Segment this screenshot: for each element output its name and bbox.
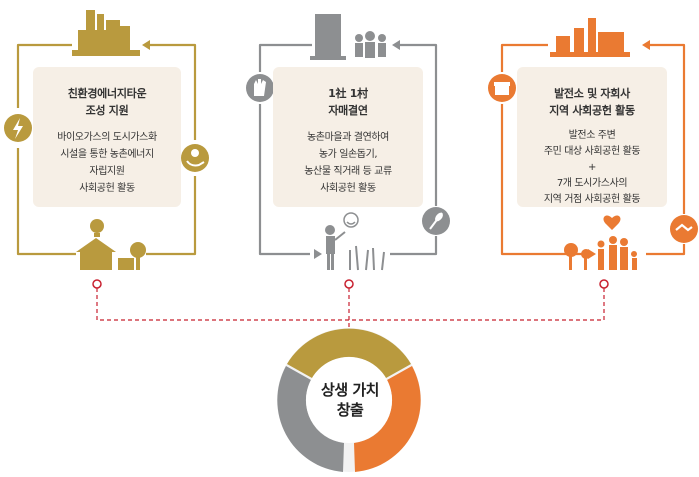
- card-title: 친환경에너지타운 조성 지원: [33, 85, 181, 119]
- loop-arrow-orange: [500, 43, 686, 256]
- card-body-line: 농산물 직거래 등 교류: [304, 166, 392, 177]
- arrow-head-gray: [314, 249, 322, 259]
- center-label-line: 창출: [336, 401, 364, 419]
- connector-node: [344, 279, 354, 289]
- wheat-icon: [422, 207, 450, 235]
- card-body-line: 농촌마을과 결연하여: [307, 132, 389, 143]
- card-body: 바이오가스의 도시가스화 시설을 통한 농촌에너지 자립지원 사회공헌 활동: [33, 129, 181, 197]
- factory-icon: [72, 10, 140, 56]
- family-heart-icon: [564, 215, 637, 270]
- card-title: 1社 1村 자매결연: [273, 85, 423, 119]
- card-body-line: 사회공헌 활동: [320, 183, 376, 194]
- center-ring: [277, 328, 421, 472]
- arrow-head-orange: [642, 40, 650, 50]
- card-sister-village: 1社 1村 자매결연 농촌마을과 결연하여 농가 일손돕기, 농산물 직거래 등…: [273, 67, 423, 207]
- card-eco-energy-town: 친환경에너지타운 조성 지원 바이오가스의 도시가스화 시설을 통한 농촌에너지…: [33, 67, 181, 207]
- center-label-line: 상생 가치: [321, 381, 379, 399]
- card-title-line: 친환경에너지타운: [67, 87, 147, 100]
- gift-icon: [488, 74, 516, 102]
- card-title-line: 자매결연: [328, 104, 368, 117]
- farmer-field-icon: [325, 225, 385, 271]
- smiley-icon: [343, 212, 359, 228]
- card-body-line: 7개 도시가스사의: [556, 178, 628, 189]
- card-title-line: 발전소 및 자회사: [554, 87, 630, 100]
- card-body-line: +: [588, 162, 596, 173]
- card-body-line: 바이오가스의 도시가스화: [57, 132, 157, 143]
- card-body-line: 자립지원: [89, 166, 125, 177]
- card-body-line: 발전소 주변: [568, 130, 616, 141]
- card-body: 발전소 주변 주민 대상 사회공헌 활동 + 7개 도시가스사의 지역 거점 사…: [517, 128, 667, 208]
- card-body: 농촌마을과 결연하여 농가 일손돕기, 농산물 직거래 등 교류 사회공헌 활동: [273, 129, 423, 197]
- arrow-head-gold: [142, 40, 150, 50]
- card-body-line: 시설을 통한 농촌에너지: [60, 149, 154, 160]
- house-with-lightbulb-icon: [76, 219, 146, 270]
- card-body-line: 주민 대상 사회공헌 활동: [543, 146, 641, 157]
- card-plant-community: 발전소 및 자회사 지역 사회공헌 활동 발전소 주변 주민 대상 사회공헌 활…: [517, 67, 667, 207]
- handshake-icon: [670, 215, 698, 243]
- card-body-line: 지역 거점 사회공헌 활동: [543, 194, 641, 205]
- card-body-line: 사회공헌 활동: [79, 183, 135, 194]
- card-title: 발전소 및 자회사 지역 사회공헌 활동: [517, 85, 667, 119]
- connector-node: [599, 279, 609, 289]
- office-building-people-icon: [310, 14, 386, 60]
- card-body-line: 농가 일손돕기,: [318, 149, 378, 160]
- ring-segment-gold: [287, 328, 411, 378]
- hand-plant-icon: [181, 144, 209, 172]
- card-title-line: 조성 지원: [85, 104, 129, 117]
- card-title-line: 1社 1村: [328, 87, 368, 100]
- glove-icon: [246, 74, 274, 102]
- card-title-line: 지역 사회공헌 활동: [549, 104, 635, 117]
- arrow-head-gray: [392, 40, 400, 50]
- connector-node: [92, 279, 102, 289]
- lightning-icon: [4, 114, 32, 142]
- center-label: 상생 가치 창출: [300, 380, 400, 420]
- loop-arrow-gray: [258, 43, 438, 256]
- ring-segment-orange: [354, 366, 421, 472]
- ring-segment-gray: [277, 366, 344, 472]
- loop-arrow-gold: [16, 43, 197, 256]
- power-plant-icon: [550, 18, 630, 57]
